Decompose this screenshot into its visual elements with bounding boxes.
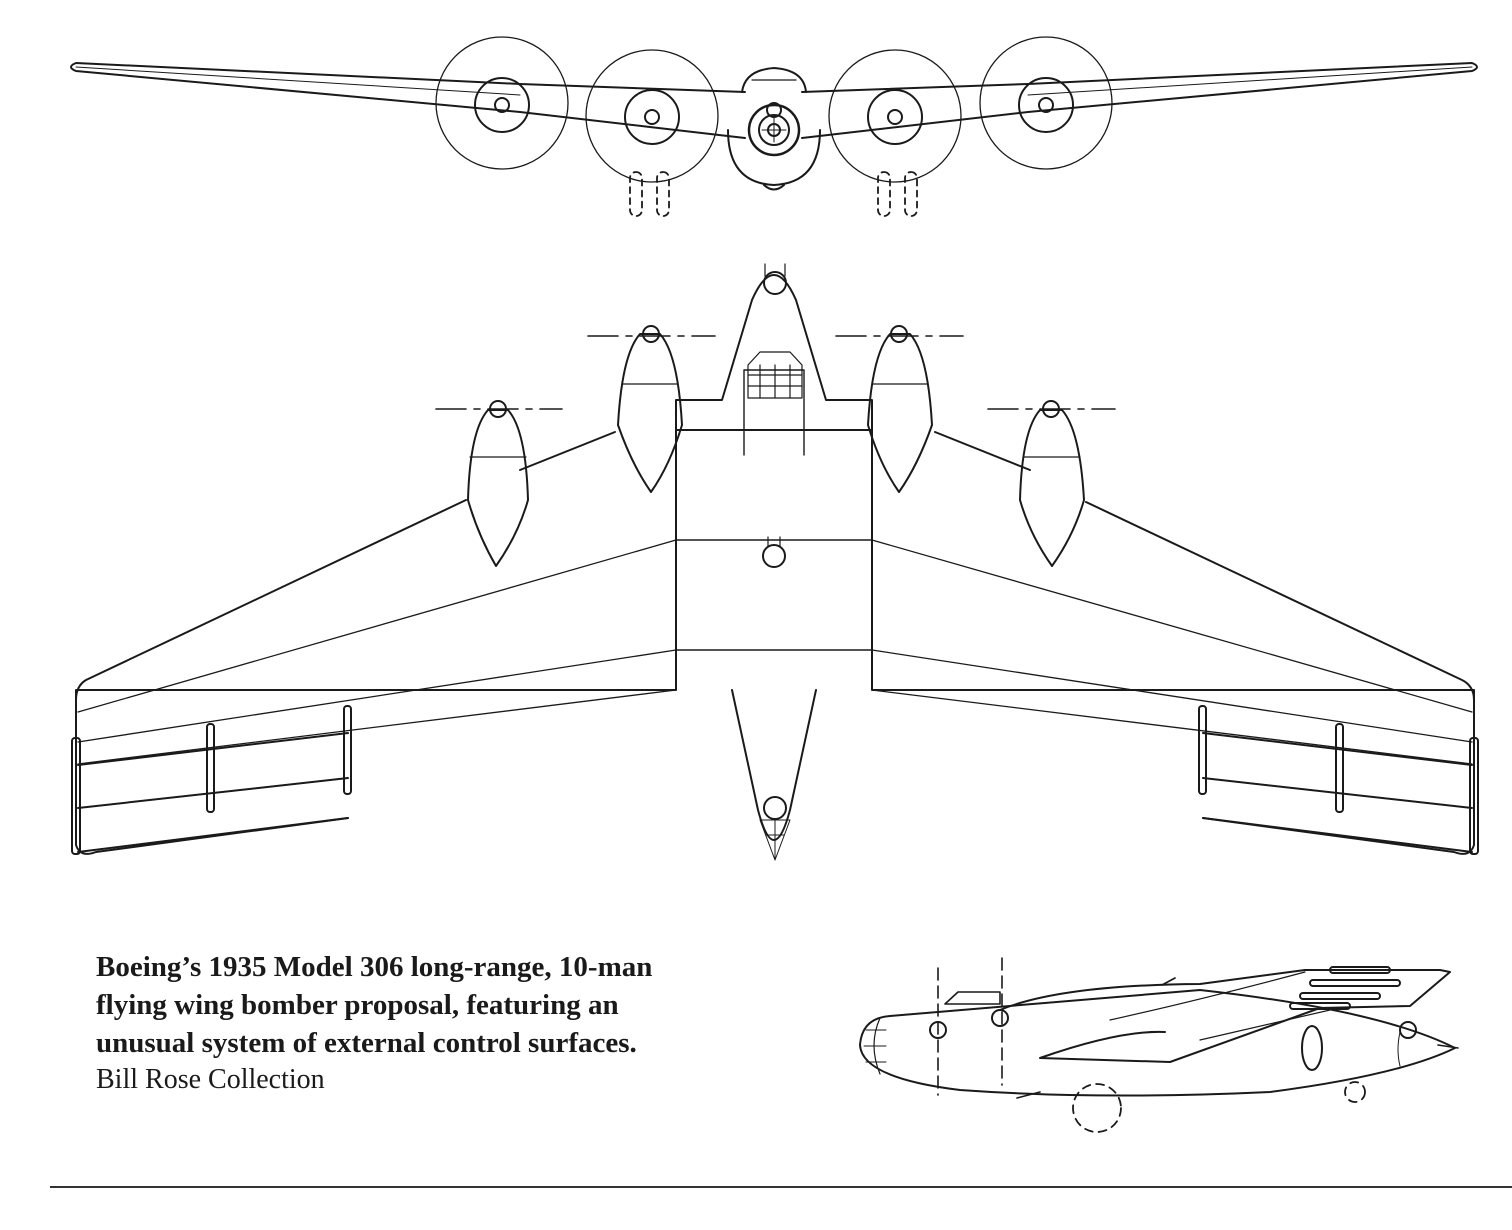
front-landing-gear-dashed (629, 171, 918, 217)
plan-engine-nacelles (467, 325, 1085, 567)
caption-credit: Bill Rose Collection (96, 1064, 325, 1095)
bottom-divider (50, 1186, 1512, 1188)
plan-propeller-lines (435, 335, 1116, 410)
side-propeller-lines (937, 957, 1003, 1096)
plan-view (71, 263, 1479, 861)
front-engine-nacelles (474, 77, 1074, 145)
front-fuselage (727, 129, 821, 186)
front-view (70, 36, 1478, 217)
caption-line-3: unusual system of external control surfa… (96, 1027, 637, 1059)
side-view (859, 957, 1459, 1133)
plan-canopy (747, 351, 803, 399)
side-control-surfaces (1289, 966, 1401, 1010)
side-landing-gear-dashed (1072, 1081, 1366, 1133)
figure-caption: Boeing’s 1935 Model 306 long-range, 10-m… (96, 948, 736, 1098)
caption-line-2: flying wing bomber proposal, featuring a… (96, 989, 619, 1021)
plan-left-wing-leading-edge (75, 499, 467, 855)
caption-line-1: Boeing’s 1935 Model 306 long-range, 10-m… (96, 951, 653, 983)
plan-external-control-surfaces (71, 705, 1479, 855)
plan-tail-boom (731, 689, 817, 841)
front-propeller-discs (435, 36, 1113, 183)
side-fuselage (859, 989, 1456, 1097)
plan-right-wing-leading-edge (1085, 501, 1475, 855)
plan-wing-outline (75, 429, 1475, 709)
front-left-wing (70, 62, 746, 139)
front-right-wing (801, 62, 1478, 139)
plan-wing-panel-lines (77, 539, 1473, 809)
